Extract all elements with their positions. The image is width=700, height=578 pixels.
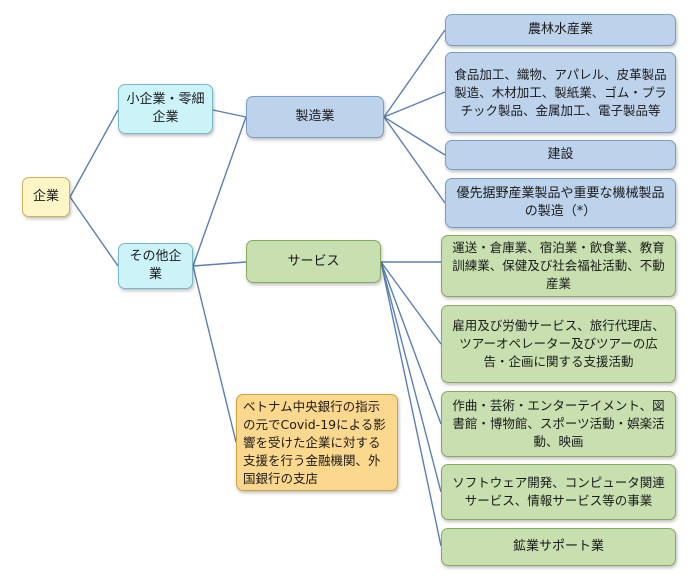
service-item: 運送・倉庫業、宿泊業・飲食業、教育訓練業、保健及び社会福祉活動、不動産業: [441, 235, 676, 297]
mfg-item: 優先据野産業製品や重要な機械製品の製造（*）: [445, 178, 676, 228]
link-svc-item-2: [380, 261, 442, 345]
link-small-manufacturing: [212, 109, 247, 118]
link-svc-item-3: [380, 261, 442, 425]
link-svc-item-4: [380, 261, 442, 493]
link-mfg-item-4: [383, 116, 446, 204]
bank-node: ベトナム中央銀行の指示の元でCovid-19による影響を受けた企業に対する支援を…: [236, 394, 398, 491]
link-other-bank: [192, 265, 237, 443]
link-mfg-item-1: [383, 29, 446, 118]
link-svc-item-5: [380, 261, 442, 547]
service-item: 鉱業サポート業: [441, 528, 676, 566]
services-node: サービス: [246, 240, 381, 283]
link-other-manufacturing: [192, 116, 247, 267]
root-node: 企業: [22, 177, 70, 217]
link-mfg-item-3: [383, 116, 446, 156]
link-root-small: [69, 109, 119, 198]
manufacturing-node: 製造業: [246, 96, 384, 138]
mfg-item: 農林水産業: [445, 14, 676, 46]
service-item: 雇用及び労働サービス、旅行代理店、ツアーオペレーター及びツアーの広告・企画に関す…: [441, 305, 676, 383]
link-mfg-item-2: [383, 91, 446, 118]
mfg-item: 建設: [445, 140, 676, 170]
other-enterprise-node: その他企業: [118, 243, 193, 289]
mfg-item: 食品加工、織物、アパレル、皮革製品製造、木材加工、製紙業、ゴム・プラチック製品、…: [445, 52, 676, 133]
link-root-other: [69, 196, 119, 267]
service-item: 作曲・芸術・エンターテイメント、図書館・博物館、スポーツ活動・娯楽活動、映画: [441, 391, 676, 457]
link-other-services: [192, 261, 247, 267]
service-item: ソフトウェア開発、コンピュータ関連サービス、情報サービス等の事業: [441, 464, 676, 520]
small-enterprise-node: 小企業・零細企業: [118, 84, 213, 134]
